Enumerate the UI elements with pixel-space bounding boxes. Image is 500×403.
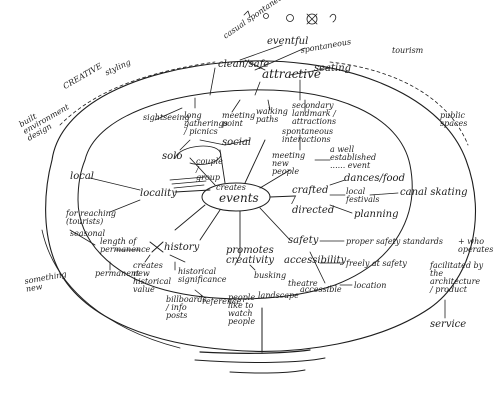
busking-label: busking — [254, 271, 287, 280]
promotes-creativity-label: promotes creativity — [226, 245, 274, 266]
permanent-label: permanent — [95, 269, 140, 278]
dances-food-label: dances/food — [344, 173, 405, 184]
length-of-permanence-label: length of permanence — [100, 237, 151, 254]
upper-links — [154, 44, 331, 161]
crafted-directed-label: crafted / directed — [292, 185, 335, 216]
billboards-label: billboards / info posts — [166, 295, 207, 320]
secondary-landmark-label: secondary landmark / attractions — [292, 101, 337, 126]
reference-label: reference — [202, 297, 242, 306]
landscape-label: landscape — [258, 291, 299, 300]
outer-oval — [45, 60, 477, 352]
scribble-mark — [169, 176, 207, 189]
local-label: local — [70, 171, 94, 182]
safety-label: safety — [288, 235, 319, 246]
attractive-label: attractive — [262, 67, 321, 81]
solo-label: solo — [162, 151, 183, 162]
spontaneous-interactions-label: spontaneous interactions — [282, 127, 334, 144]
crossed-out-word — [149, 241, 164, 253]
seasonal-label: seasonal — [70, 229, 106, 238]
location-label: location — [354, 281, 387, 290]
ground-line-1 — [199, 349, 311, 354]
seating-label: seating — [314, 63, 352, 74]
local-festivals-label: local festivals — [346, 187, 380, 204]
for-reaching-label: for reaching (tourists) — [66, 209, 116, 226]
left-links — [69, 177, 256, 299]
social-label: social — [222, 137, 252, 148]
top-doodles — [243, 10, 337, 25]
creates-label: creates — [216, 183, 246, 192]
meeting-new-people-label: meeting new people — [272, 151, 306, 176]
service-label: service — [430, 319, 467, 330]
theatre-label: theatre — [288, 279, 318, 288]
right-links — [309, 179, 399, 286]
planning-label: planning — [354, 209, 399, 220]
people-like-to-watch-label: people like to watch people — [228, 293, 256, 326]
locality-label: locality — [140, 188, 177, 199]
solo-social-loop — [174, 145, 222, 165]
public-spaces-label: public spaces — [440, 111, 468, 128]
facilitated-label: facilitated by the architecture / produc… — [430, 261, 484, 294]
inner-oval — [77, 89, 413, 300]
ground-line-3 — [229, 369, 306, 374]
history-label: history — [164, 242, 200, 253]
ground-line-2 — [194, 357, 326, 363]
couple-label: couple / group — [196, 157, 223, 182]
accessible-label: accessible — [300, 285, 342, 294]
clean-safe-label: clean/safe — [218, 59, 270, 70]
events-label: events — [219, 191, 259, 205]
tourism-label: tourism — [392, 46, 424, 55]
meeting-label: meeting point — [222, 111, 256, 128]
freely-at-safety-label: freely at safety — [346, 259, 407, 268]
canal-skating-label: canal skating — [400, 187, 468, 198]
eventful-label: eventful — [267, 36, 309, 47]
creates-new-historical-value-label: creates new historical value — [133, 261, 172, 294]
outer-arc-right — [329, 61, 469, 146]
long-gatherings-label: long gatherings / picnics — [184, 111, 228, 136]
accessibility-label: accessibility — [284, 255, 347, 266]
hub-spokes — [174, 139, 296, 256]
historical-significance-label: historical significance — [178, 267, 227, 284]
proper-safety-standards-label: proper safety standards — [346, 237, 444, 246]
who-operates-label: + who operates — [458, 237, 494, 254]
walking-paths-label: walking paths — [256, 107, 288, 124]
outer-arc-left — [59, 61, 216, 126]
outer-arc-bottom-left — [41, 229, 181, 349]
well-established-label: a well established ...... event — [330, 145, 377, 170]
sightseeing-label: sightseeing — [143, 113, 190, 122]
